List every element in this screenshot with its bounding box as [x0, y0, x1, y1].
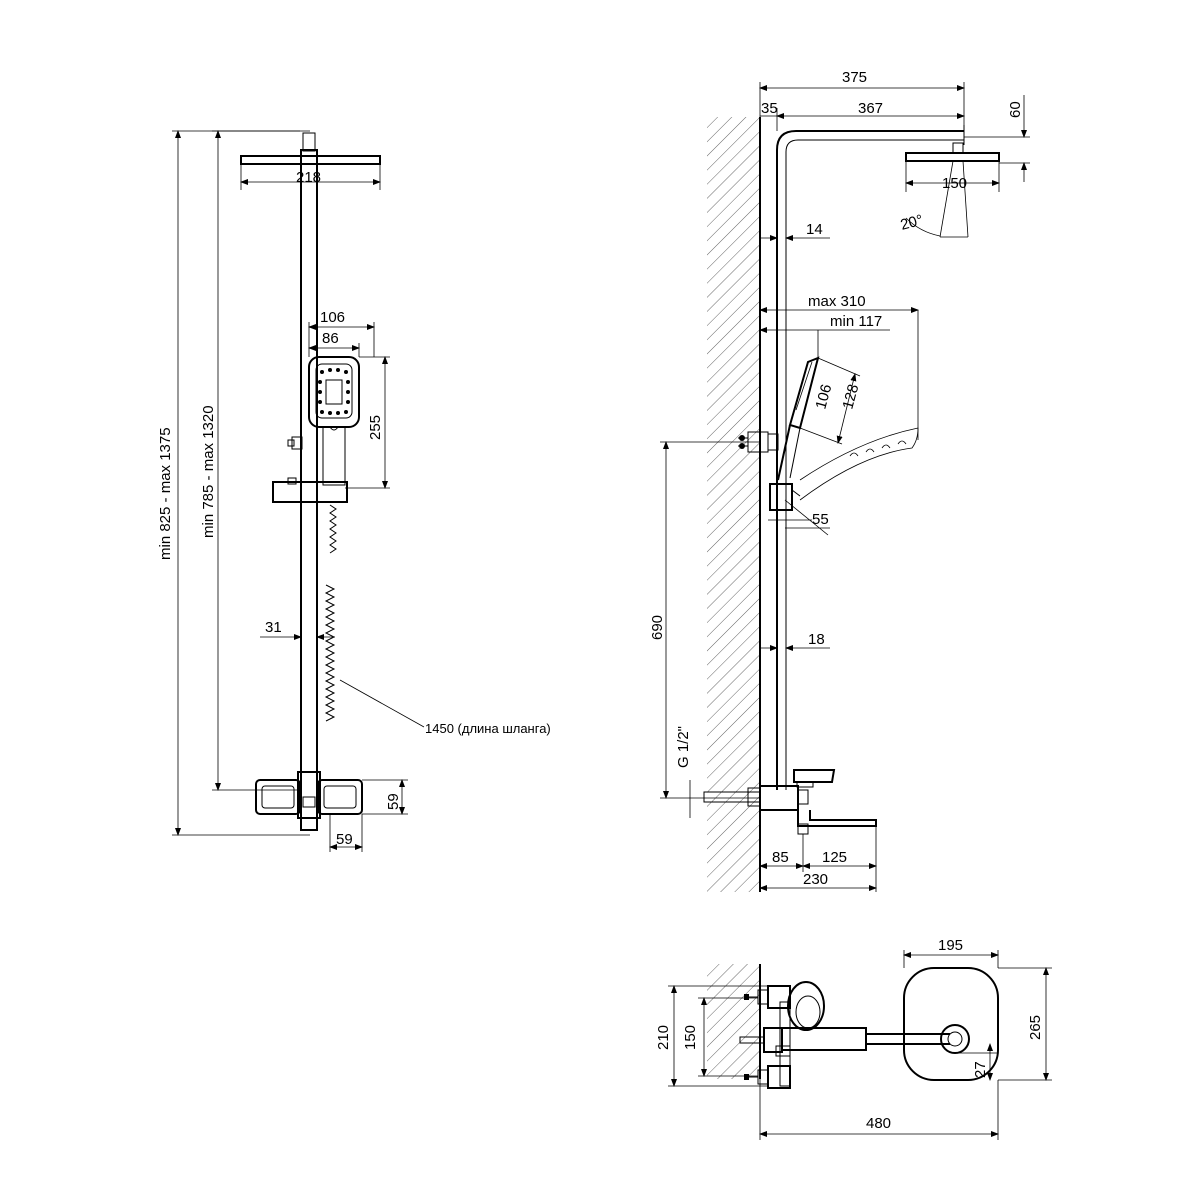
total-height-label: min 825 - max 1375: [157, 427, 174, 560]
shower-column: [300, 149, 318, 831]
handset-106-label: 106: [812, 382, 835, 411]
head-width-label: 218: [296, 169, 321, 186]
max-reach-label: max 310: [808, 293, 866, 310]
height-210-label: 210: [655, 1025, 672, 1050]
hose-length-label: 1450 (длина шланга): [425, 721, 551, 736]
holder-55-label: 55: [812, 511, 829, 528]
connection-label: G 1/2": [675, 726, 692, 768]
min-reach-label: min 117: [830, 313, 882, 330]
plate-width-label: 195: [938, 937, 963, 954]
side-mixer: [703, 769, 877, 835]
total-length-label: 480: [866, 1115, 891, 1132]
mixer-depth-vertical: 59: [385, 793, 402, 810]
handheld-inner-width: 86: [322, 330, 339, 347]
hand-shower: [308, 356, 360, 486]
wall-hatching: [707, 117, 760, 892]
rain-head-top: [903, 967, 999, 1081]
angle-label: 20°: [899, 212, 925, 234]
pipe-offset-label: 14: [806, 221, 823, 238]
plate-height-label: 265: [1027, 1015, 1044, 1040]
offset-27-label: 27: [972, 1061, 989, 1078]
side-column: [776, 130, 964, 790]
handheld-height-label: 255: [367, 415, 384, 440]
mixer-height-label: min 785 - max 1320: [200, 405, 217, 538]
side-rain-head: [905, 152, 1000, 162]
handset-128-label: 128: [839, 382, 862, 411]
height-150-label: 150: [682, 1025, 699, 1050]
rail-offset-label: 31: [265, 619, 282, 636]
rail-offset-side-label: 18: [808, 631, 825, 648]
mixer-body: [255, 771, 363, 819]
front-view: 218 min 825 - max 1375 min 785 - max 132…: [157, 130, 551, 852]
rain-head: 218: [240, 155, 381, 190]
hose: [324, 504, 337, 722]
side-view: 150 20° 375 35 367 60 14 max 310 min 117: [649, 69, 1030, 892]
wall-offset-label: 35: [761, 100, 778, 117]
mixer-depth-horizontal: 59: [336, 831, 353, 848]
spout-total-label: 230: [803, 871, 828, 888]
outlet-height-label: 690: [649, 615, 666, 640]
side-diverter: [738, 431, 779, 453]
head-drop-label: 60: [1007, 101, 1024, 118]
slider-holder: [272, 481, 348, 503]
top-wall-hatching: [707, 964, 760, 1079]
head-diameter-label: 150: [942, 175, 967, 192]
arm-total-label: 375: [842, 69, 867, 86]
handheld-outer-width: 106: [320, 309, 345, 326]
arm-length-label: 367: [858, 100, 883, 117]
top-view: 195 265 27 210 150 480: [655, 937, 1052, 1140]
spout-125-label: 125: [822, 849, 847, 866]
spout-85-label: 85: [772, 849, 789, 866]
